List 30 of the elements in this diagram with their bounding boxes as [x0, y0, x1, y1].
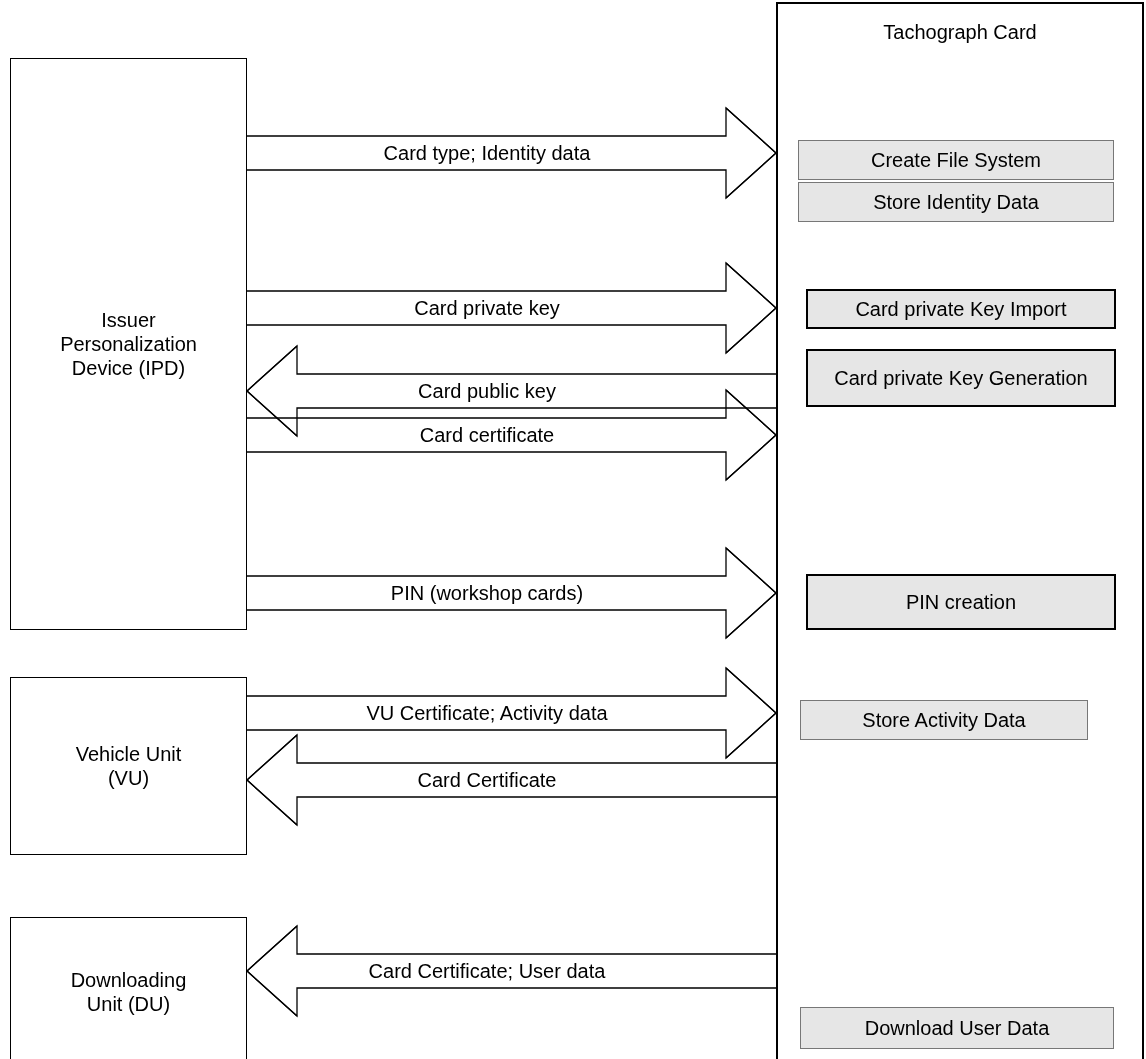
block-arrow — [246, 388, 777, 482]
process-box — [800, 700, 1088, 740]
process-box — [806, 574, 1116, 630]
process-box — [798, 182, 1114, 222]
node-label: Vehicle Unit (VU) — [74, 742, 183, 790]
node-label: Store Identity Data — [872, 190, 1040, 214]
process-box — [806, 289, 1116, 329]
process-box — [798, 140, 1114, 180]
node-label: Store Activity Data — [861, 708, 1027, 732]
node-label: PIN creation — [904, 590, 1018, 614]
node-label: Create File System — [869, 148, 1043, 172]
block-arrow — [246, 261, 777, 355]
node-label: Issuer Personalization Device (IPD) — [59, 308, 198, 380]
node-label: Tachograph Card — [882, 20, 1038, 44]
node-label: Card private Key Import — [854, 297, 1068, 321]
card-panel — [776, 2, 1144, 1059]
process-box — [806, 349, 1116, 407]
process-box — [800, 1007, 1114, 1049]
block-arrow — [246, 344, 777, 438]
block-arrow — [246, 924, 777, 1018]
block-arrow — [246, 666, 777, 760]
block-arrow — [246, 733, 777, 827]
node-label: Download User Data — [863, 1016, 1051, 1040]
device-box — [10, 677, 247, 855]
node-label: Downloading Unit (DU) — [69, 968, 188, 1016]
node-label: Card private Key Generation — [833, 366, 1089, 390]
device-box — [10, 917, 247, 1059]
block-arrow — [246, 546, 777, 640]
device-box — [10, 58, 247, 630]
block-arrow — [246, 106, 777, 200]
